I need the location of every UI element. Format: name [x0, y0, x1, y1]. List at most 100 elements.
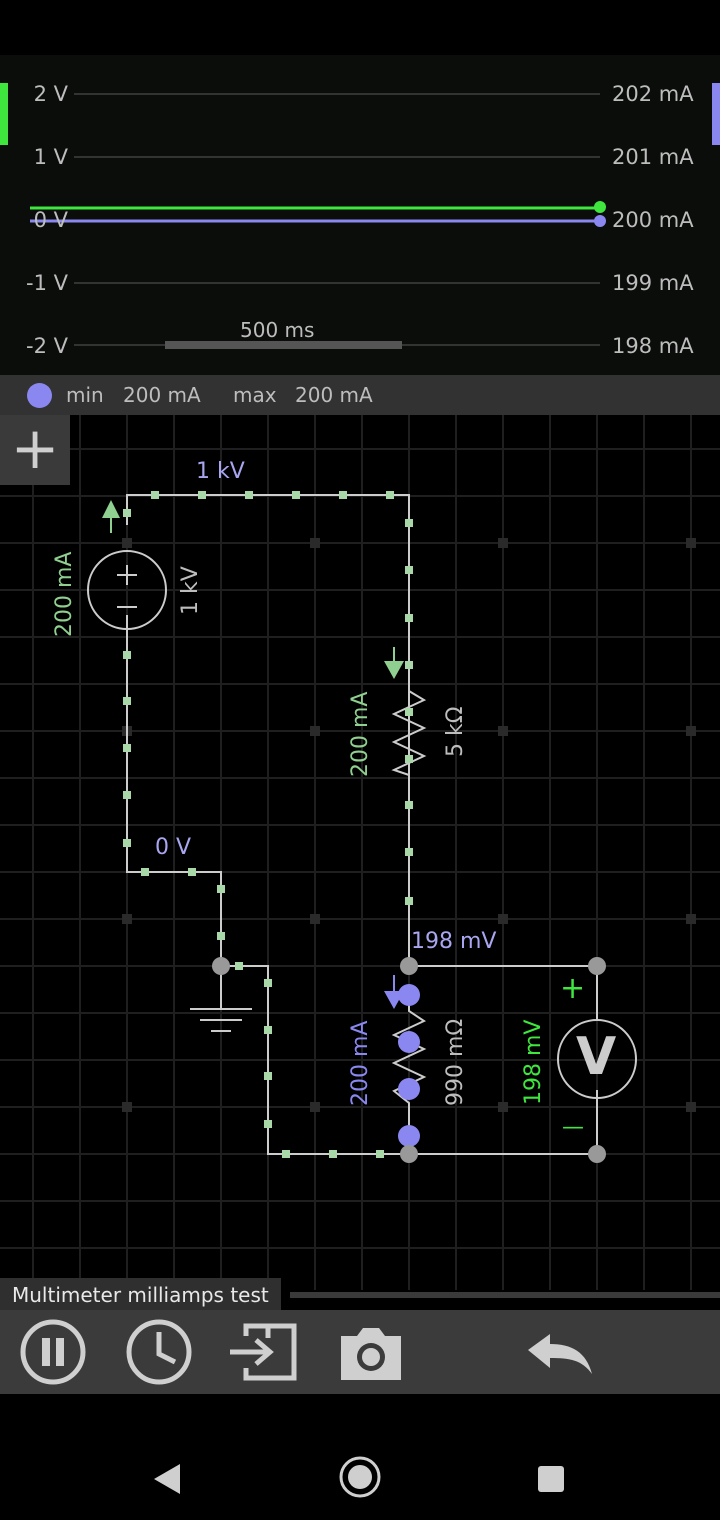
current-dot: [405, 614, 413, 622]
voltage-tick: 1 V: [33, 145, 68, 169]
current-dot: [282, 1150, 290, 1158]
current-dot: [376, 1150, 384, 1158]
current-dot: [141, 868, 149, 876]
current-dot: [386, 491, 394, 499]
nodes: [212, 957, 606, 1163]
current-dot: [123, 791, 131, 799]
ammeter-resistance-label: 990 mΩ: [443, 1018, 468, 1106]
camera-icon: [341, 1328, 401, 1380]
current-dot: [264, 1072, 272, 1080]
max-label: max: [233, 383, 277, 407]
time-step-button[interactable]: [123, 1316, 195, 1388]
grid: [0, 415, 720, 1290]
voltage-tick: -1 V: [26, 271, 68, 295]
resistor-5k: [391, 683, 427, 776]
undo-icon: [528, 1334, 592, 1374]
screenshot-button[interactable]: [335, 1316, 407, 1388]
current-tick: 202 mA: [612, 82, 694, 106]
circuit-canvas[interactable]: + 1 kV 200 mA 1 kV 0 V 200 mA 5 kΩ 198 m…: [0, 415, 720, 1310]
max-value: 200 mA: [295, 383, 373, 407]
current-dot: [123, 697, 131, 705]
current-dot: [217, 932, 225, 940]
current-dot: [405, 755, 413, 763]
current-dot: [339, 491, 347, 499]
current-tick: 201 mA: [612, 145, 694, 169]
current-dot: [264, 979, 272, 987]
nav-back-button[interactable]: [150, 1462, 184, 1500]
min-label: min: [66, 383, 104, 407]
current-tick: 200 mA: [612, 208, 694, 232]
current-dot: [235, 962, 243, 970]
current-dot: [405, 897, 413, 905]
wire-left: [126, 615, 222, 966]
scope-legend[interactable]: min 200 mA max 200 mA: [0, 375, 720, 415]
current-dot: [188, 868, 196, 876]
ammeter-probe-dot: [398, 1078, 420, 1100]
system-navbar: [0, 1394, 720, 1520]
current-dot: [405, 519, 413, 527]
voltage-tick: -2 V: [26, 334, 68, 358]
circuit-title: Multimeter milliamps test: [0, 1278, 281, 1310]
import-button[interactable]: [228, 1316, 300, 1388]
voltmeter-plus: +: [560, 971, 586, 1006]
ammeter-probe-dot: [398, 984, 420, 1006]
voltmeter-body: [557, 1019, 637, 1099]
current-scale-marker[interactable]: [712, 83, 720, 145]
ammeter-probe-dot: [398, 1125, 420, 1147]
status-bar: [0, 0, 720, 55]
voltage-tick: 0 V: [33, 208, 68, 232]
min-value: 200 mA: [123, 383, 201, 407]
current-dot: [123, 744, 131, 752]
current-dot: [405, 848, 413, 856]
current-dots: [123, 491, 413, 1158]
voltage-scale-marker[interactable]: [0, 83, 8, 145]
current-tick: 199 mA: [612, 271, 694, 295]
source-voltage-label: 1 kV: [178, 566, 203, 615]
voltage-source: [87, 550, 167, 630]
current-series-dot: [27, 383, 52, 408]
current-dot: [217, 885, 225, 893]
current-tick: 198 mA: [612, 334, 694, 358]
top-wire-voltage: 1 kV: [196, 459, 245, 484]
sim-progress-line: [290, 1292, 720, 1298]
pause-icon: [20, 1319, 86, 1385]
ground-wire-voltage: 0 V: [155, 835, 192, 860]
clock-icon: [126, 1319, 192, 1385]
current-dot: [405, 708, 413, 716]
resistor-current-label: 200 mA: [348, 691, 373, 777]
home-icon: [339, 1456, 381, 1498]
timebar: [165, 341, 402, 349]
undo-button[interactable]: [524, 1316, 596, 1388]
voltage-tick: 2 V: [33, 82, 68, 106]
voltmeter-reading-label: 198 mV: [521, 1019, 546, 1105]
ammeter-probe-dot: [398, 1031, 420, 1053]
current-dot: [292, 491, 300, 499]
current-dot: [264, 1026, 272, 1034]
resistor-value-label: 5 kΩ: [443, 706, 468, 757]
nav-home-button[interactable]: [338, 1455, 382, 1503]
pause-button[interactable]: [17, 1316, 89, 1388]
ammeter-current-label: 200 mA: [348, 1020, 373, 1106]
import-icon: [230, 1323, 297, 1381]
voltmeter-symbol: V: [576, 1027, 617, 1087]
voltmeter-minus: —: [562, 1115, 584, 1140]
current-dot: [405, 801, 413, 809]
add-component-button[interactable]: +: [0, 415, 70, 485]
shunt-node-voltage: 198 mV: [411, 929, 497, 954]
current-trace-end: [594, 215, 606, 227]
nav-recents-button[interactable]: [536, 1464, 566, 1498]
current-dot: [123, 839, 131, 847]
current-dot: [405, 566, 413, 574]
current-dot: [245, 491, 253, 499]
timebar-label: 500 ms: [240, 318, 315, 342]
toolbar: [0, 1310, 720, 1394]
recents-icon: [538, 1466, 564, 1492]
source-current-arrow: [102, 500, 120, 518]
current-dot: [123, 651, 131, 659]
wire-ground: [221, 965, 409, 1155]
voltage-trace-end: [594, 201, 606, 213]
current-dot: [198, 491, 206, 499]
current-dot: [329, 1150, 337, 1158]
current-dot: [264, 1120, 272, 1128]
oscilloscope-panel[interactable]: 2 V 1 V 0 V -1 V -2 V 202 mA 201 mA 200 …: [0, 55, 720, 375]
